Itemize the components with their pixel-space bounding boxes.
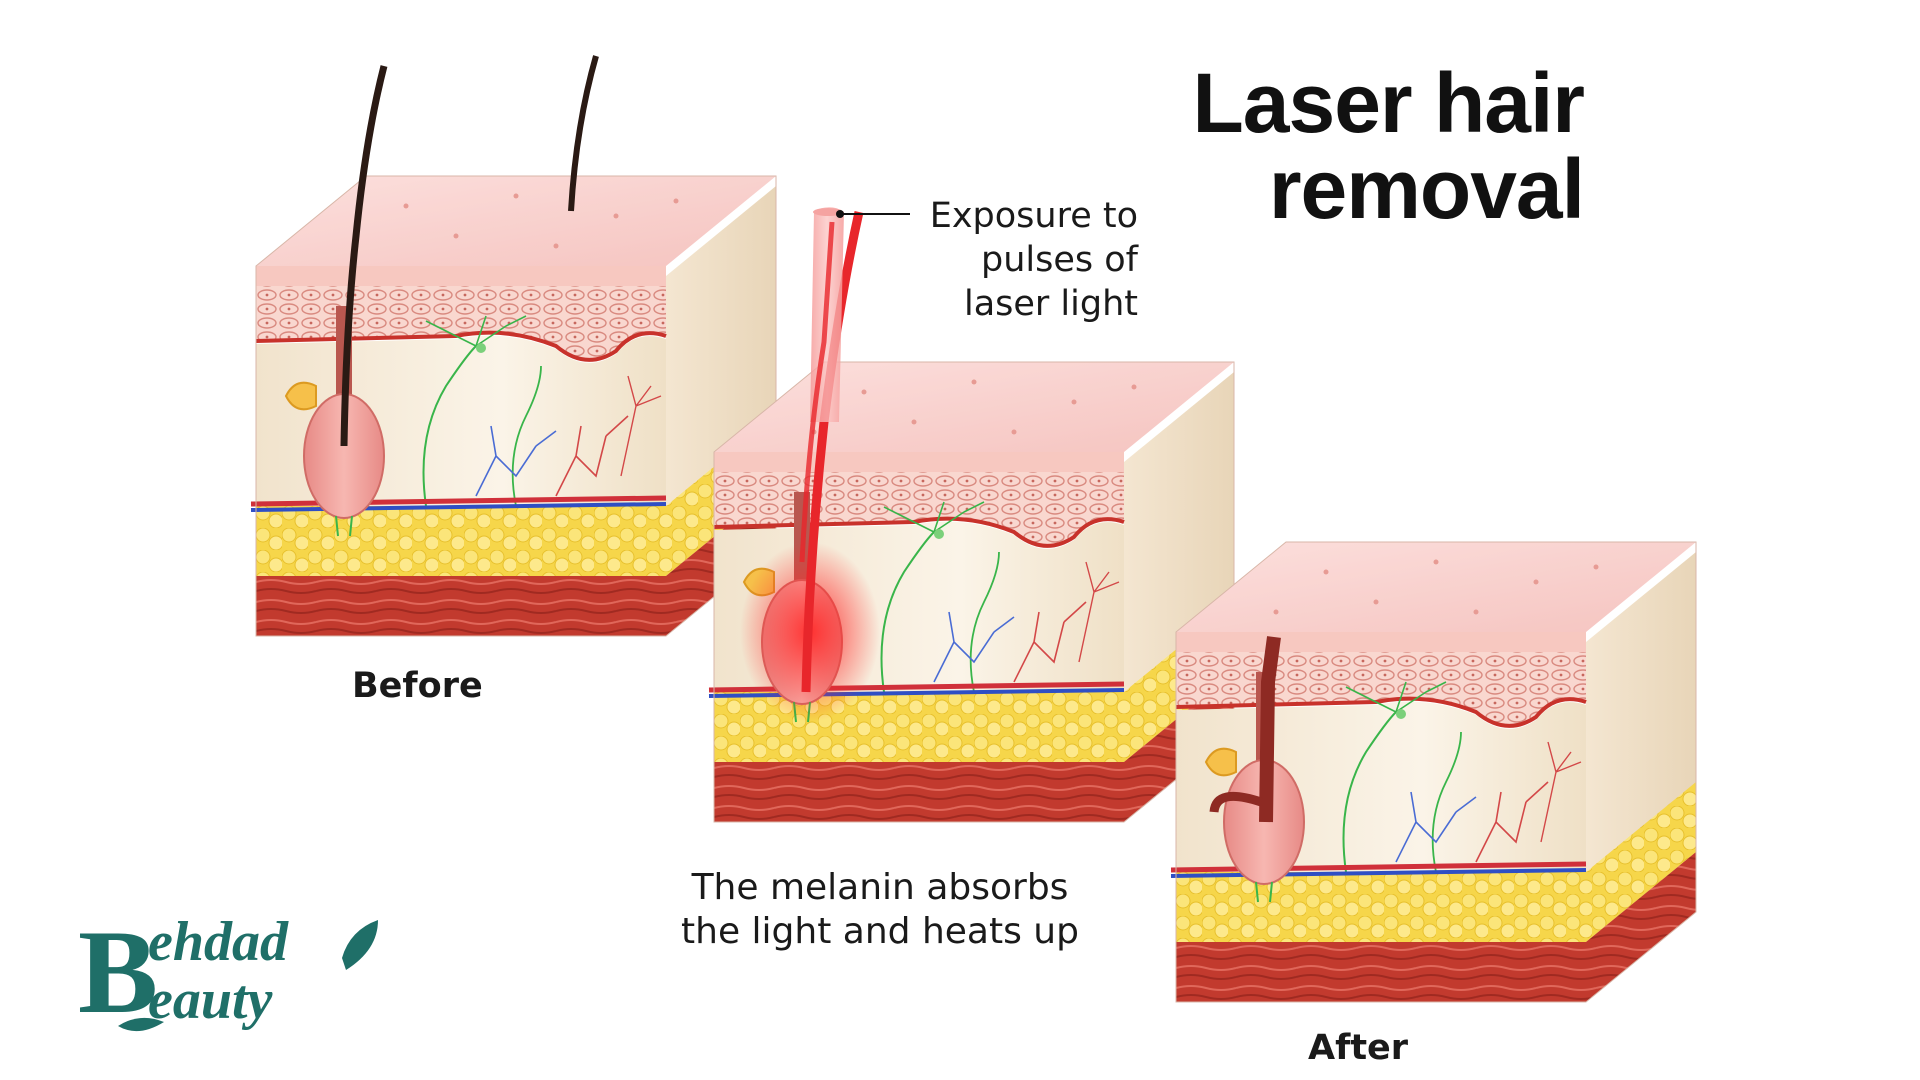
after-label: After xyxy=(1308,1028,1409,1068)
before-block xyxy=(251,55,776,636)
logo-line2: eauty xyxy=(148,969,274,1031)
brand-logo: B ehdad eauty xyxy=(78,905,378,1038)
diagram-title: Laser hair removal xyxy=(1192,56,1585,236)
leaf-icon xyxy=(342,920,378,970)
treatment-block xyxy=(709,207,1234,822)
callout-leader xyxy=(836,210,910,218)
logo-initial: B xyxy=(78,905,158,1038)
logo-line1: ehdad xyxy=(148,911,289,973)
laser-callout: Exposure to pulses of laser light xyxy=(929,196,1138,324)
before-label: Before xyxy=(352,666,483,706)
after-block xyxy=(1171,542,1696,1002)
melanin-caption: The melanin absorbs the light and heats … xyxy=(681,867,1079,952)
